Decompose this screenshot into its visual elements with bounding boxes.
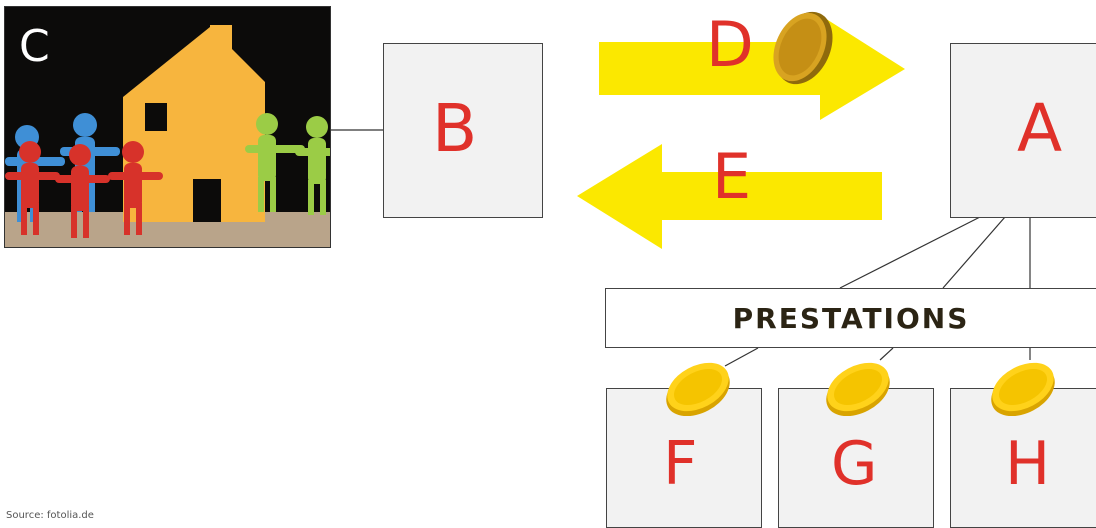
box-a: A — [950, 43, 1096, 218]
prestations-box: PRESTATIONS — [605, 288, 1096, 348]
box-h: H — [950, 388, 1096, 528]
coin-icon-f — [666, 362, 730, 416]
arrow-left-label: E — [712, 140, 752, 213]
box-h-letter: H — [1005, 429, 1051, 499]
arrow-left — [577, 144, 882, 249]
box-f-letter: F — [663, 429, 698, 499]
box-b: B — [383, 43, 543, 218]
arrow-right-label: D — [706, 8, 754, 81]
arrow-right — [599, 15, 905, 120]
prestations-label: PRESTATIONS — [732, 301, 970, 335]
coin-icon — [773, 11, 833, 85]
box-g-letter: G — [831, 429, 878, 499]
box-b-letter: B — [432, 90, 478, 167]
people-house-illustration — [5, 7, 330, 247]
box-f: F — [606, 388, 762, 528]
source-caption: Source: fotolia.de — [6, 510, 94, 521]
box-a-letter: A — [1017, 90, 1063, 167]
photo-letter-c: C — [19, 21, 50, 72]
coin-icon-g — [826, 362, 890, 416]
box-g: G — [778, 388, 934, 528]
photo-people-house: C — [4, 6, 331, 248]
coin-icon-h — [991, 362, 1055, 416]
